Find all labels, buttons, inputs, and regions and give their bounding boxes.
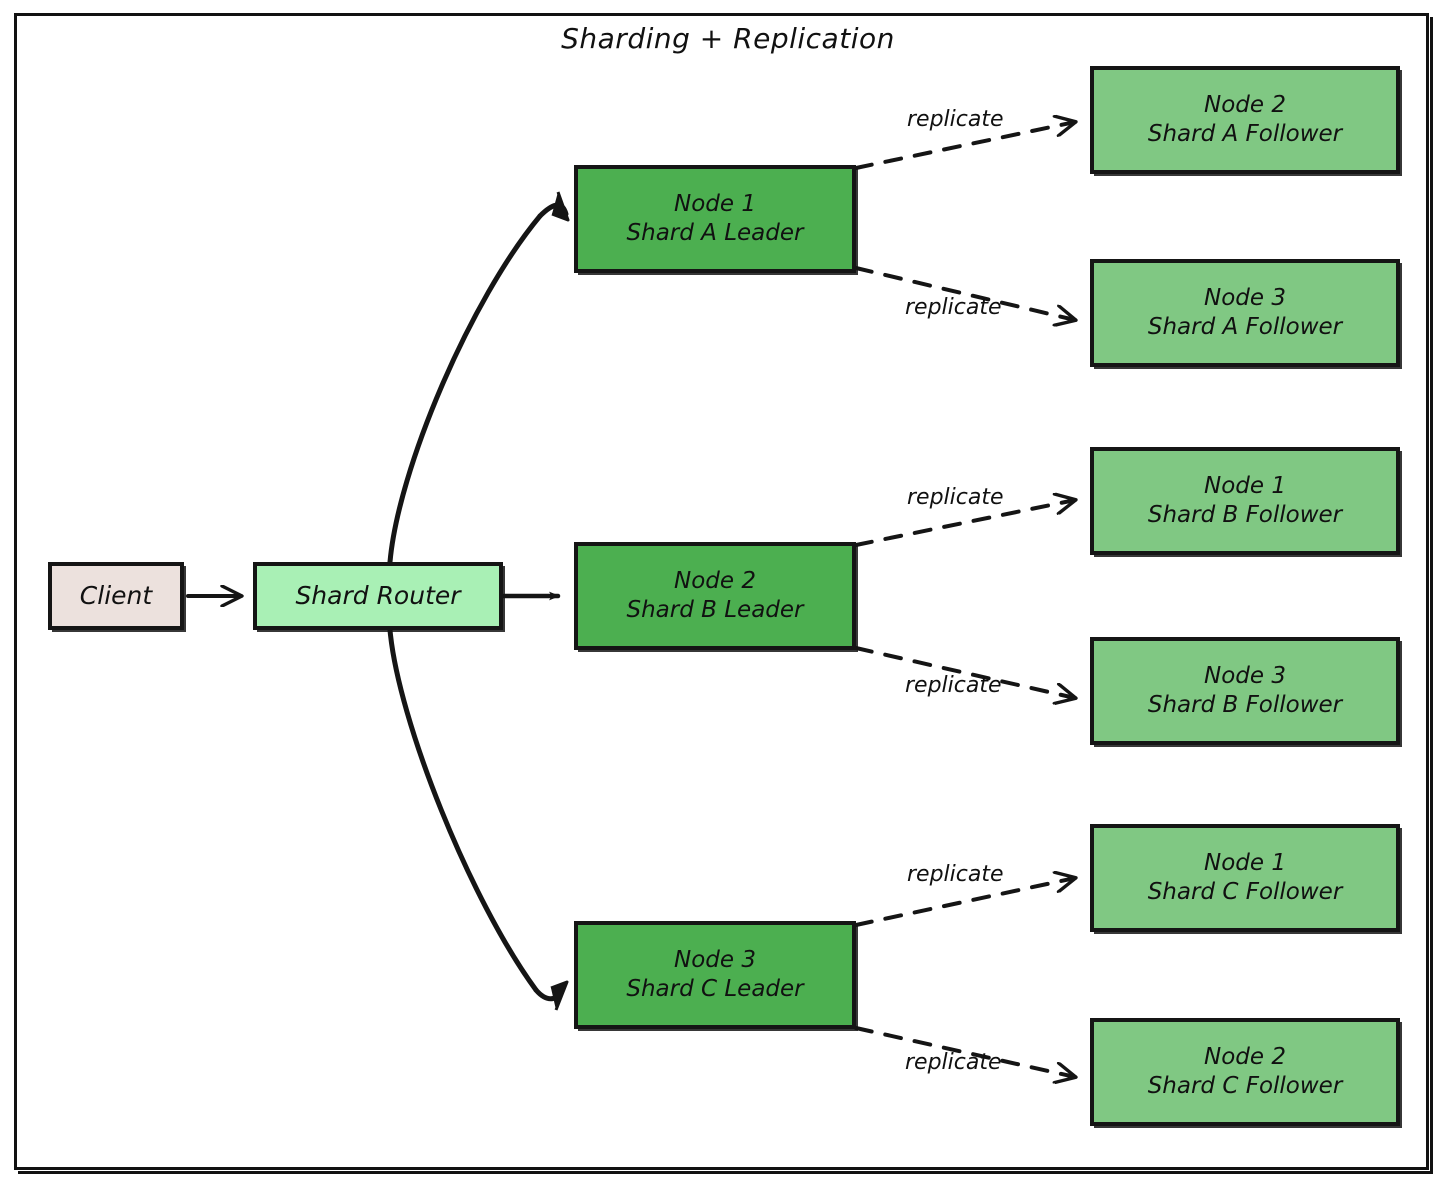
node-shard-c-follower-node1-line2: Shard C Follower: [1147, 879, 1343, 905]
node-shard-b-follower-node1-line2: Shard B Follower: [1147, 502, 1343, 528]
node-shard-a-leader[interactable]: Node 1 Shard A Leader: [574, 165, 856, 273]
node-shard-a-follower-node2-line2: Shard A Follower: [1147, 121, 1343, 147]
node-shard-a-follower-node3[interactable]: Node 3 Shard A Follower: [1090, 259, 1400, 367]
edge-label-replicate-c2: replicate: [905, 1050, 1002, 1075]
node-shard-a-follower-node2[interactable]: Node 2 Shard A Follower: [1090, 66, 1400, 174]
node-shard-c-follower-node2-line1: Node 2: [1204, 1043, 1286, 1070]
node-shard-c-follower-node1-line1: Node 1: [1204, 849, 1286, 876]
node-shard-c-follower-node2[interactable]: Node 2 Shard C Follower: [1090, 1018, 1400, 1126]
node-shard-c-leader-line2: Shard C Leader: [626, 976, 804, 1002]
node-shard-b-leader-line2: Shard B Leader: [626, 597, 804, 623]
node-shard-c-leader-line1: Node 3: [674, 946, 756, 973]
node-shard-a-follower-node3-line1: Node 3: [1204, 284, 1286, 311]
node-shard-a-leader-line2: Shard A Leader: [626, 220, 804, 246]
node-shard-a-follower-node3-line2: Shard A Follower: [1147, 314, 1343, 340]
page-title: Sharding + Replication: [561, 22, 895, 55]
diagram-frame: [14, 13, 1429, 1170]
edge-label-replicate-a2: replicate: [905, 295, 1002, 320]
node-client-label: Client: [79, 581, 153, 610]
node-shard-c-follower-node2-line2: Shard C Follower: [1147, 1073, 1343, 1099]
node-shard-c-leader[interactable]: Node 3 Shard C Leader: [574, 921, 856, 1029]
node-shard-c-follower-node1[interactable]: Node 1 Shard C Follower: [1090, 824, 1400, 932]
node-shard-b-follower-node3[interactable]: Node 3 Shard B Follower: [1090, 637, 1400, 745]
diagram-frame-shadow: [18, 17, 1433, 1174]
node-shard-b-follower-node1-line1: Node 1: [1204, 472, 1286, 499]
node-shard-b-follower-node3-line2: Shard B Follower: [1147, 692, 1343, 718]
node-shard-b-leader[interactable]: Node 2 Shard B Leader: [574, 542, 856, 650]
edge-label-replicate-b1: replicate: [907, 485, 1004, 510]
edge-label-replicate-c1: replicate: [907, 862, 1004, 887]
node-shard-b-follower-node3-line1: Node 3: [1204, 662, 1286, 689]
node-shard-a-follower-node2-line1: Node 2: [1204, 91, 1286, 118]
node-shard-router[interactable]: Shard Router: [253, 562, 503, 630]
node-client[interactable]: Client: [48, 562, 184, 630]
node-shard-router-label: Shard Router: [295, 581, 461, 610]
node-shard-a-leader-line1: Node 1: [674, 190, 756, 217]
node-shard-b-leader-line1: Node 2: [674, 567, 756, 594]
node-shard-b-follower-node1[interactable]: Node 1 Shard B Follower: [1090, 447, 1400, 555]
edge-label-replicate-b2: replicate: [905, 673, 1002, 698]
edge-label-replicate-a1: replicate: [907, 107, 1004, 132]
